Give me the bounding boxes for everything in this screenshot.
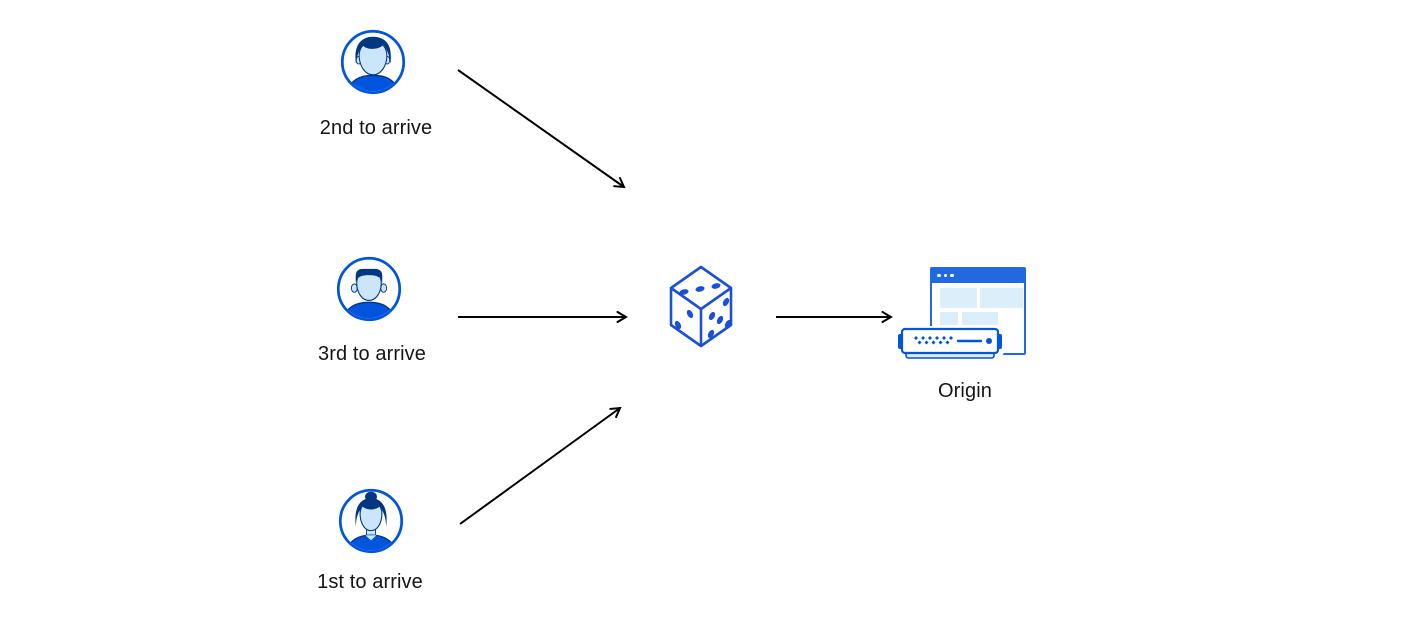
content-placeholder-block [940, 312, 958, 325]
origin-server-icon [896, 326, 1004, 359]
content-placeholder-block [940, 288, 977, 308]
arrow-client-1st-to-dice [459, 406, 622, 525]
window-dot-icon [950, 273, 954, 278]
client-node-1st [338, 488, 404, 554]
dice-icon [669, 265, 733, 348]
origin-label: Origin [938, 380, 992, 402]
client-node-2nd [340, 29, 406, 95]
user-avatar-man-swept-hair-icon [340, 29, 406, 95]
content-placeholder-block [962, 312, 998, 325]
window-dot-icon [937, 273, 941, 278]
arrow-client-2nd-to-dice [457, 69, 626, 189]
client-node-3rd [336, 256, 402, 322]
user-avatar-woman-bun-icon [338, 488, 404, 554]
browser-content [932, 283, 1024, 353]
client-label-2nd: 2nd to arrive [319, 117, 433, 139]
dice-node [665, 263, 737, 354]
content-placeholder-block [980, 288, 1023, 308]
user-avatar-man-flat-top-icon [336, 256, 402, 322]
client-label-1st: 1st to arrive [317, 571, 423, 593]
client-label-3rd: 3rd to arrive [317, 343, 426, 365]
browser-titlebar [931, 268, 1025, 283]
window-dot-icon [943, 273, 947, 278]
